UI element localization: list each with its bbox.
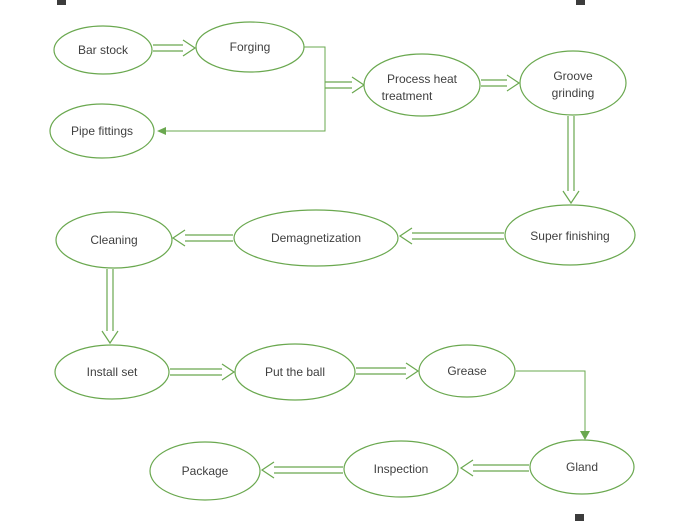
arrow-super-finishing-to-demagnetization bbox=[398, 227, 504, 245]
put-the-ball-ellipse bbox=[234, 343, 356, 401]
arrowhead-to-gland bbox=[580, 431, 590, 440]
cleaning-label: Cleaning bbox=[90, 233, 137, 247]
artifact-mark-top-right bbox=[576, 0, 585, 5]
node-package: Package bbox=[149, 441, 261, 501]
package-label: Package bbox=[182, 464, 229, 478]
put-the-ball-label: Put the ball bbox=[265, 365, 325, 379]
arrow-forging-to-heat-treatment bbox=[325, 76, 366, 94]
node-process-heat-treatment: Process heat treatment bbox=[363, 53, 481, 117]
cleaning-ellipse bbox=[55, 211, 173, 269]
arrow-install-set-to-put-the-ball bbox=[170, 363, 236, 381]
node-grease: Grease bbox=[418, 344, 516, 398]
pipe-fittings-label: Pipe fittings bbox=[71, 124, 133, 138]
groove-grinding-label-line1: Groove bbox=[553, 69, 593, 83]
gland-ellipse bbox=[529, 439, 635, 495]
forging-ellipse bbox=[195, 21, 305, 73]
artifact-mark-bottom-right bbox=[575, 514, 584, 521]
node-gland: Gland bbox=[529, 439, 635, 495]
super-finishing-ellipse bbox=[504, 204, 636, 266]
arrow-gland-to-inspection bbox=[459, 459, 529, 477]
arrow-demagnetization-to-cleaning bbox=[171, 229, 233, 247]
connector-forging-branch bbox=[166, 46, 326, 132]
grease-label: Grease bbox=[447, 364, 487, 378]
super-finishing-label: Super finishing bbox=[530, 229, 609, 243]
node-install-set: Install set bbox=[54, 344, 170, 400]
arrow-barstock-to-forging bbox=[153, 39, 197, 57]
inspection-label: Inspection bbox=[374, 462, 429, 476]
forging-label: Forging bbox=[230, 40, 271, 54]
node-demagnetization: Demagnetization bbox=[233, 209, 399, 267]
node-groove-grinding: Groove grinding bbox=[519, 50, 627, 116]
node-super-finishing: Super finishing bbox=[504, 204, 636, 266]
node-cleaning: Cleaning bbox=[55, 211, 173, 269]
node-put-the-ball: Put the ball bbox=[234, 343, 356, 401]
arrow-inspection-to-package bbox=[260, 461, 343, 479]
install-set-ellipse bbox=[54, 344, 170, 400]
demagnetization-label: Demagnetization bbox=[271, 231, 361, 245]
package-ellipse bbox=[149, 441, 261, 501]
demagnetization-ellipse bbox=[233, 209, 399, 267]
node-forging: Forging bbox=[195, 21, 305, 73]
process-heat-treatment-label-line1: Process heat bbox=[387, 72, 458, 86]
node-pipe-fittings: Pipe fittings bbox=[49, 103, 155, 159]
inspection-ellipse bbox=[343, 440, 459, 498]
connector-grease-to-gland bbox=[516, 370, 586, 431]
artifact-mark-top-left bbox=[57, 0, 66, 5]
arrowhead-to-pipe-fittings bbox=[157, 127, 166, 135]
arrow-put-the-ball-to-grease bbox=[356, 362, 420, 380]
gland-label: Gland bbox=[566, 460, 598, 474]
groove-grinding-ellipse bbox=[519, 50, 627, 116]
groove-grinding-label-line2: grinding bbox=[552, 86, 595, 100]
process-heat-treatment-label-line2: treatment bbox=[382, 89, 433, 103]
pipe-fittings-ellipse bbox=[49, 103, 155, 159]
node-inspection: Inspection bbox=[343, 440, 459, 498]
node-bar-stock: Bar stock bbox=[53, 25, 153, 75]
grease-ellipse bbox=[418, 344, 516, 398]
bar-stock-ellipse bbox=[53, 25, 153, 75]
process-heat-treatment-ellipse bbox=[363, 53, 481, 117]
install-set-label: Install set bbox=[87, 365, 138, 379]
arrow-cleaning-to-install-set bbox=[101, 269, 119, 345]
arrow-groove-grinding-to-super-finishing bbox=[562, 116, 580, 205]
bar-stock-label: Bar stock bbox=[78, 43, 129, 57]
arrow-heat-treatment-to-groove-grinding bbox=[481, 74, 521, 92]
